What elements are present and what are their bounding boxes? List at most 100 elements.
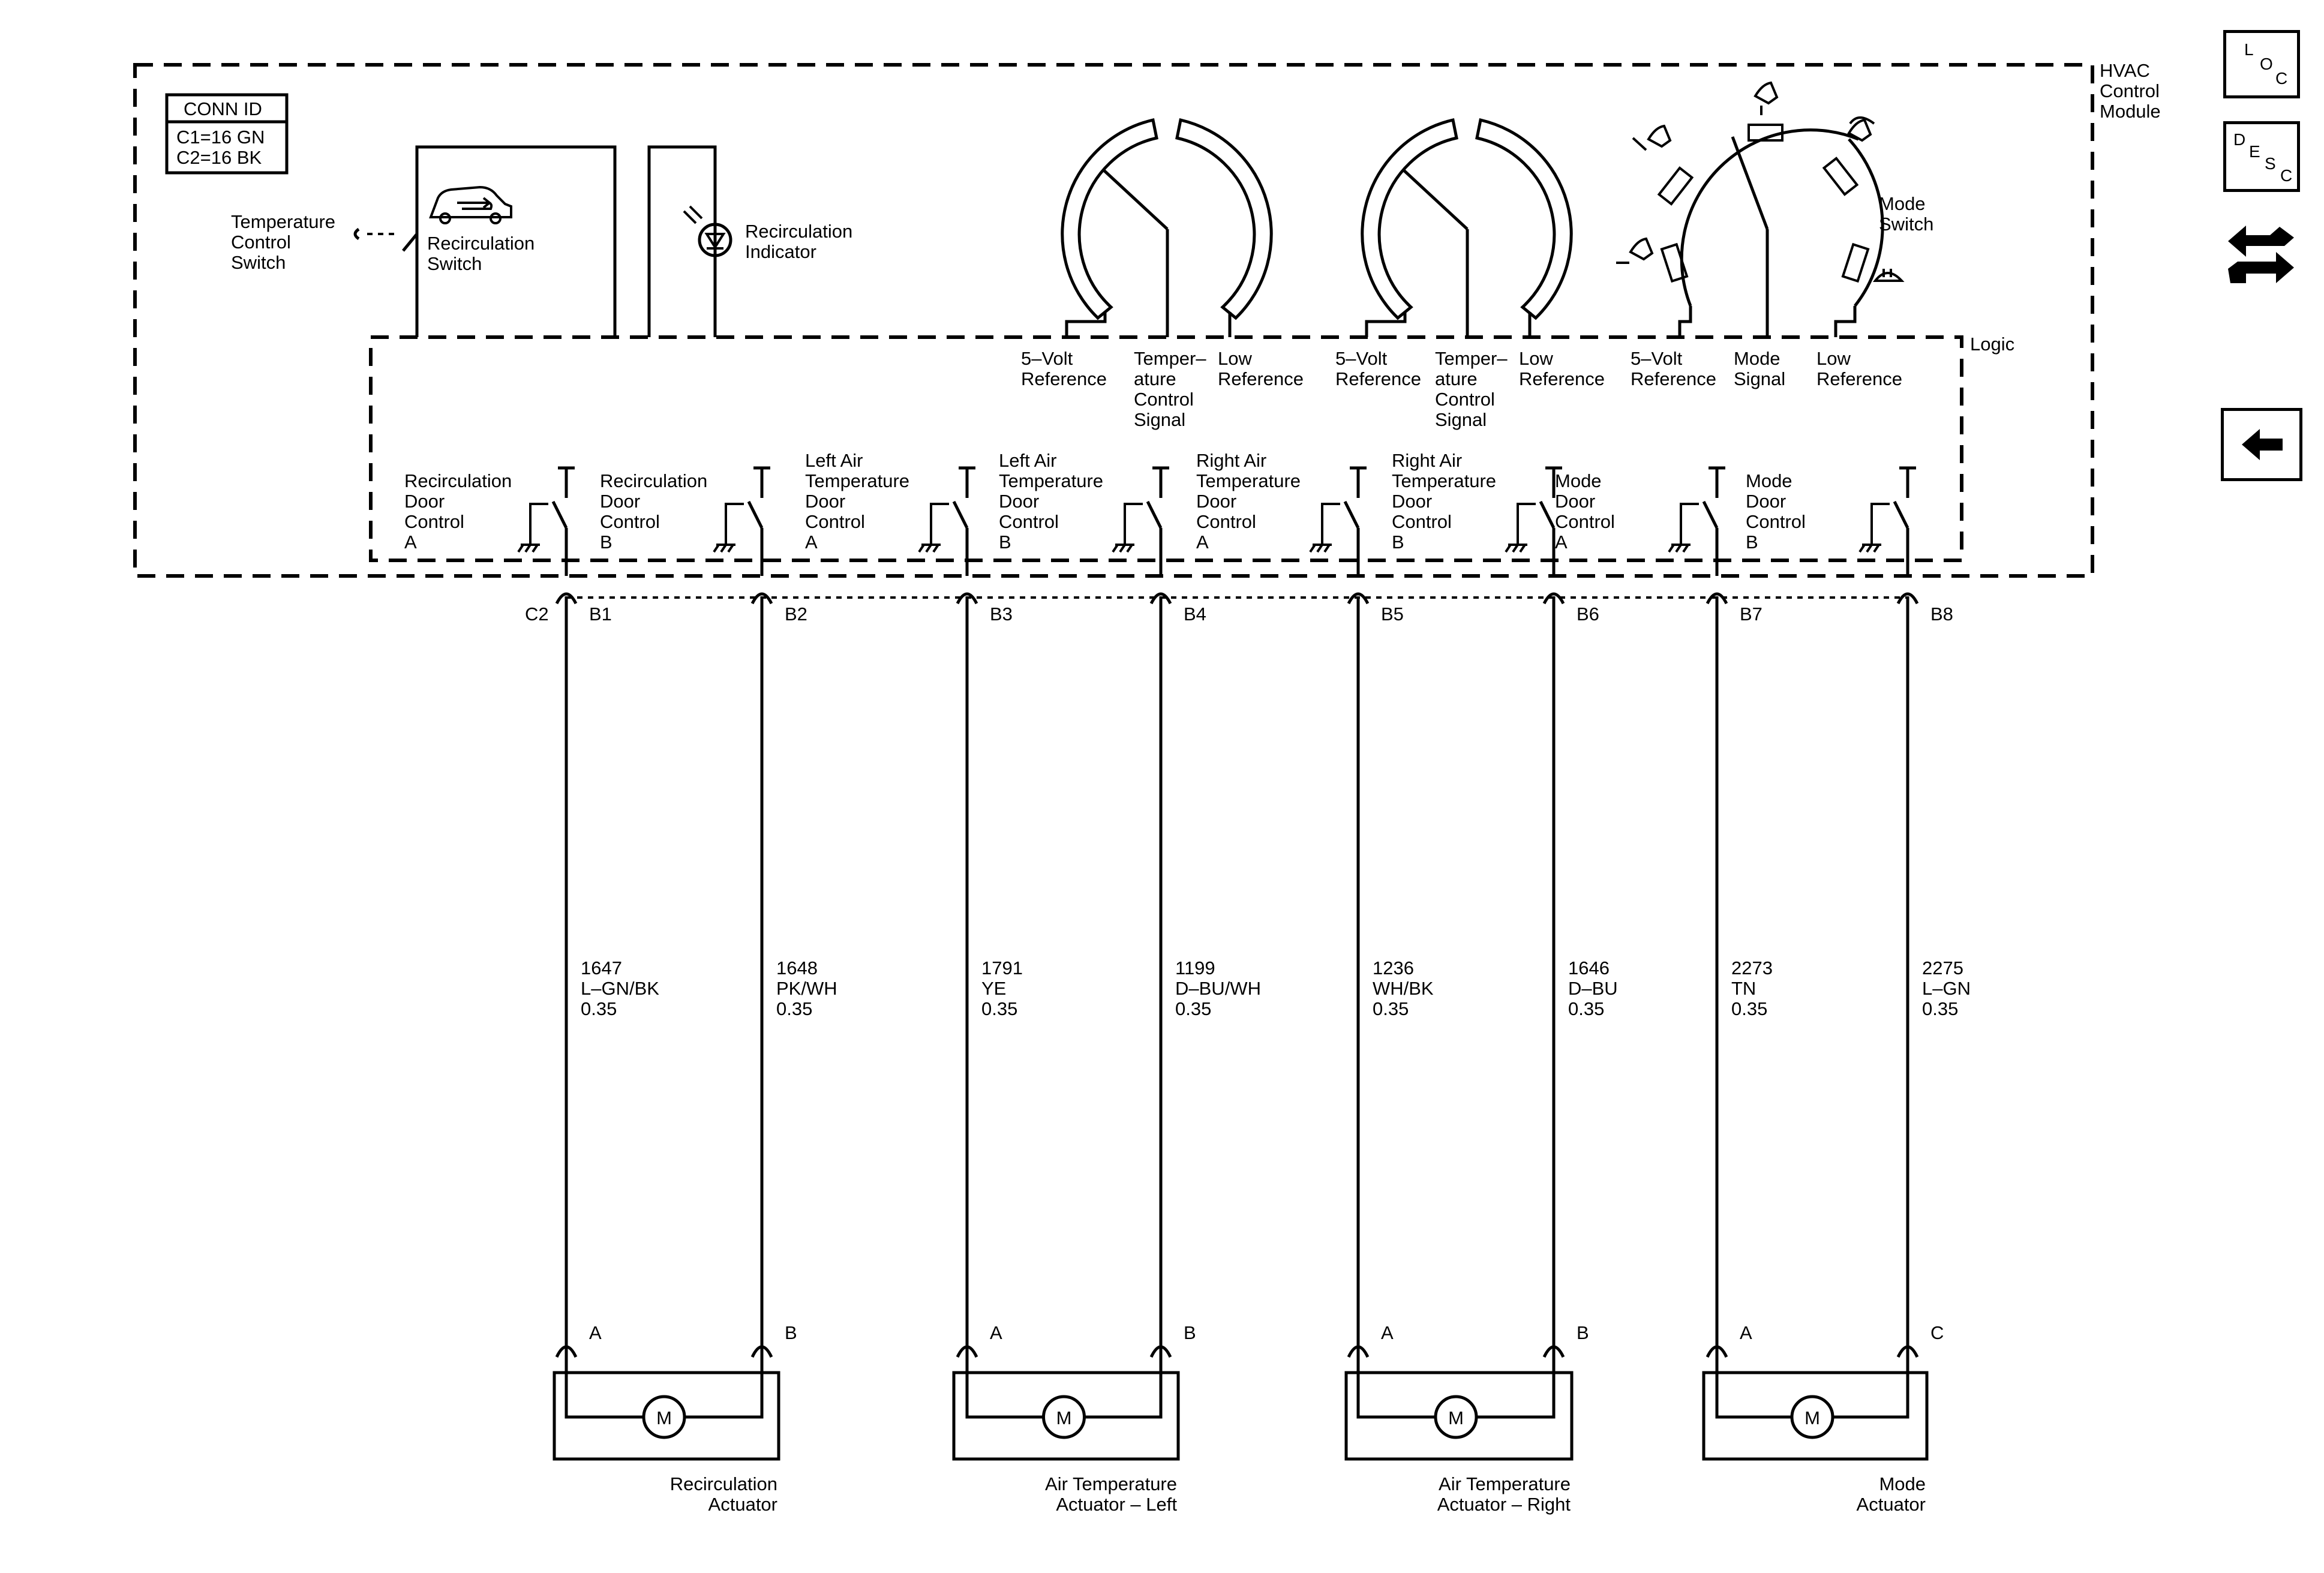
temperature-control-switch-label-3: Switch xyxy=(231,252,286,273)
desc-letter-e: E xyxy=(2249,142,2260,161)
hvac-module-label-1: HVAC xyxy=(2100,60,2150,81)
driver-label-5-line-2: Temperature xyxy=(1196,470,1301,491)
desc-button[interactable]: D E S C xyxy=(2223,121,2300,192)
actuator-name-3-line-2: Actuator – Right xyxy=(1437,1494,1571,1515)
back-arrow-icon xyxy=(2242,429,2283,460)
pin-label-b1: B1 xyxy=(589,604,612,625)
driver-label-4-line-4: Control xyxy=(999,511,1059,532)
driver-label-4-line-5: B xyxy=(999,532,1011,553)
wire-color-b2: PK/WH xyxy=(776,978,837,999)
temperature-control-switch-label-1: Temperature xyxy=(231,211,335,232)
desc-letter-c: C xyxy=(2280,166,2293,185)
loc-button[interactable]: L O C xyxy=(2223,30,2300,98)
wire-gauge-b6: 0.35 xyxy=(1568,998,1604,1019)
group3-ref-label-1: 5–Volt xyxy=(1631,348,1683,369)
desc-letter-d: D xyxy=(2233,130,2246,149)
actuator-name-1-line-2: Actuator xyxy=(708,1494,777,1515)
recirculation-indicator-label-1: Recirculation xyxy=(745,221,852,242)
connector-icon[interactable] xyxy=(2222,211,2300,301)
actuator-name-4-line-1: Mode xyxy=(1879,1473,1926,1494)
actuator-pin-b8: C xyxy=(1930,1322,1944,1343)
recirculation-indicator: Recirculation Indicator xyxy=(647,145,852,337)
conn-id-title: CONN ID xyxy=(184,98,262,119)
driver-label-2-line-4: B xyxy=(600,532,612,553)
conn-id-box: CONN ID C1=16 GN C2=16 BK xyxy=(165,93,289,175)
actuator-pin-b7: A xyxy=(1740,1322,1752,1343)
driver-label-2-line-2: Door xyxy=(600,491,640,512)
group3-low-label-2: Reference xyxy=(1816,368,1902,389)
circuit-number-b3: 1791 xyxy=(981,957,1023,978)
motor-label-1: M xyxy=(656,1407,672,1428)
group1-signal-label-4: Signal xyxy=(1134,409,1185,430)
loc-letter-l: L xyxy=(2244,40,2254,59)
driver-label-6-line-3: Door xyxy=(1392,491,1432,512)
right-temperature-sensor xyxy=(1361,118,1573,337)
circuit-number-b8: 2275 xyxy=(1922,957,1963,978)
loc-letter-c: C xyxy=(2275,69,2288,88)
actuator-name-2-line-2: Actuator – Left xyxy=(1056,1494,1177,1515)
conn-id-c2: C2=16 BK xyxy=(176,147,262,168)
recirculation-switch-label-1: Recirculation xyxy=(427,233,535,254)
group1-signal-label-2: ature xyxy=(1134,368,1176,389)
pin-label-b8: B8 xyxy=(1930,604,1953,625)
loc-letter-o: O xyxy=(2260,55,2273,73)
actuator-pin-b5: A xyxy=(1381,1322,1394,1343)
recirculation-switch: Recirculation Switch xyxy=(402,145,617,337)
circuit-wire-group: B11647L–GN/BK0.35AB21648PK/WH0.35BB31791… xyxy=(555,592,1971,1358)
driver-label-7-line-1: Mode xyxy=(1555,470,1602,491)
actuator-pin-b2: B xyxy=(785,1322,797,1343)
car-recirc-icon xyxy=(429,185,512,224)
group2-signal-label-1: Temper– xyxy=(1435,348,1508,369)
defrost-mode-icon xyxy=(1872,269,1905,282)
actuator-pin-b4: B xyxy=(1184,1322,1196,1343)
group2-ref-label-2: Reference xyxy=(1335,368,1421,389)
group1-signal-label-3: Control xyxy=(1134,389,1194,410)
driver-label-8-line-3: Control xyxy=(1746,511,1806,532)
circuit-number-b4: 1199 xyxy=(1175,957,1215,978)
driver-label-5-line-3: Door xyxy=(1196,491,1236,512)
group2-low-label-2: Reference xyxy=(1519,368,1605,389)
wire-color-b1: L–GN/BK xyxy=(581,978,659,999)
group3-signal-label-1: Mode xyxy=(1734,348,1780,369)
wire-color-b4: D–BU/WH xyxy=(1175,978,1261,999)
wire-gauge-b5: 0.35 xyxy=(1373,998,1409,1019)
group2-low-label-1: Low xyxy=(1519,348,1553,369)
floor-mode-icon xyxy=(1753,81,1779,115)
driver-label-3-line-4: Control xyxy=(805,511,865,532)
motor-label-3: M xyxy=(1448,1407,1464,1428)
motor-label-4: M xyxy=(1804,1407,1820,1428)
wire-color-b8: L–GN xyxy=(1922,978,1971,999)
conn-id-c1: C1=16 GN xyxy=(176,127,265,148)
actuator-pin-b6: B xyxy=(1577,1322,1589,1343)
driver-label-6-line-4: Control xyxy=(1392,511,1452,532)
pin-label-b3: B3 xyxy=(990,604,1013,625)
pin-label-b4: B4 xyxy=(1184,604,1206,625)
wire-color-b6: D–BU xyxy=(1568,978,1618,999)
wire-gauge-b3: 0.35 xyxy=(981,998,1017,1019)
back-button[interactable] xyxy=(2221,408,2302,481)
logic-label: Logic xyxy=(1970,334,2014,355)
pin-label-b2: B2 xyxy=(785,604,807,625)
actuator-name-1-line-1: Recirculation xyxy=(670,1473,777,1494)
group1-ref-label-1: 5–Volt xyxy=(1021,348,1073,369)
pin-label-b6: B6 xyxy=(1577,604,1599,625)
mode-switch: Mode Switch xyxy=(1616,81,1933,337)
driver-switch-group: RecirculationDoorControlARecirculationDo… xyxy=(404,450,1916,576)
mode-switch-label-1: Mode xyxy=(1879,193,1926,214)
wire-color-b5: WH/BK xyxy=(1373,978,1434,999)
motor-label-2: M xyxy=(1056,1407,1072,1428)
left-temperature-sensor xyxy=(1061,118,1273,337)
bi-level-mode-icon xyxy=(1632,124,1672,151)
driver-label-1-line-4: A xyxy=(404,532,417,553)
